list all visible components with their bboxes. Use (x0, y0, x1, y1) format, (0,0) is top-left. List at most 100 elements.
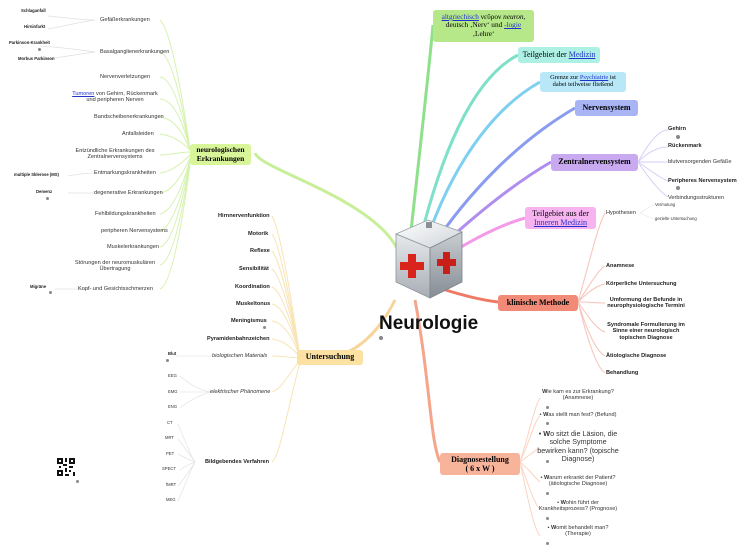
teilgebiet-medizin-node[interactable]: Teilgebiet der Medizin (518, 47, 600, 63)
untersuchung-item[interactable]: Motorik (248, 231, 269, 237)
erkrankung-item-tumoren[interactable]: Tumoren von Gehirn, Rückenmark und perip… (72, 91, 158, 104)
altgriechisch-link[interactable]: altgriechisch (441, 12, 479, 21)
untersuchung-item[interactable]: elektrischer Phänomene (210, 389, 271, 395)
diagnose-question[interactable]: Wie kam es zur Erkrankung?(Anamnese) (530, 389, 626, 402)
erkrankung-item-entzuendlich[interactable]: Entzündliche Erkrankungen des Zentralner… (72, 148, 158, 161)
side-item[interactable]: Morbus Parkinson (18, 56, 55, 61)
erkrankungen-line1: neurologischen (196, 145, 245, 154)
collapse-dot[interactable] (546, 516, 549, 520)
collapse-dot[interactable] (546, 460, 549, 464)
collapse-dot[interactable] (49, 291, 52, 294)
zns-child[interactable]: Rückenmark (668, 143, 702, 149)
collapse-dot[interactable] (38, 48, 41, 51)
hypothesen-child[interactable]: Vermutung (655, 202, 676, 207)
untersuchung-item[interactable]: Bildgebendes Verfahren (205, 459, 270, 465)
elektro-item[interactable]: EEG (168, 373, 177, 378)
collapse-dot[interactable] (46, 197, 49, 200)
erkrankung-item[interactable]: Anfallsleiden (122, 131, 154, 137)
zns-child[interactable]: Peripheres Nervensystem (668, 178, 737, 184)
klinische-child[interactable]: Ätiologische Diagnose (606, 353, 667, 359)
w-initial: W (543, 412, 549, 418)
side-item[interactable]: Demenz (36, 189, 53, 194)
erkrankung-item[interactable]: Kopf- und Gesichtsschmerzen (78, 286, 153, 292)
elektro-item[interactable]: EMG (168, 389, 178, 394)
diagnosestellung-node[interactable]: Diagnosestellung ( 6 x W ) (440, 453, 520, 475)
erkrankung-item[interactable]: Gefäßerkrankungen (100, 17, 150, 23)
untersuchung-item[interactable]: Hirnnervenfunktion (218, 213, 270, 219)
erkrankung-item[interactable]: degenerative Erkrankungen (94, 190, 163, 196)
diagnose-question[interactable]: • Was stellt man fest? (Befund) (530, 412, 626, 418)
untersuchung-item[interactable]: Meningismus (231, 318, 267, 324)
side-item[interactable]: Schlaganfall (21, 8, 46, 13)
erkrankung-item-stoerungen[interactable]: Störungen der neuromuskulären Übertragun… (72, 260, 158, 273)
psychiatrie-link[interactable]: Psychiatrie (579, 74, 609, 81)
klinische-child[interactable]: Behandlung (606, 370, 639, 376)
bild-item[interactable]: PET (166, 451, 175, 456)
blut-item[interactable]: Blut (168, 351, 177, 356)
collapse-dot[interactable] (546, 491, 549, 495)
bild-item[interactable]: CT (167, 420, 173, 425)
diagnose-question-line: • Warum erkrankt der Patient? (540, 475, 616, 481)
untersuchung-item[interactable]: biologischen Materials (212, 353, 268, 359)
grenze-node[interactable]: Grenze zur Psychiatrie ist dabei teilwei… (540, 72, 626, 92)
erkrankung-item[interactable]: Muskelerkrankungen (107, 244, 159, 250)
side-item[interactable]: Migräne (30, 284, 47, 289)
neurologische-erkrankungen-node[interactable]: neurologischen Erkrankungen (190, 144, 251, 165)
side-item[interactable]: Hirninfarkt (24, 24, 46, 29)
logie-link[interactable]: -logie (504, 20, 522, 30)
collapse-dot[interactable] (263, 326, 266, 329)
collapse-dot[interactable] (546, 421, 549, 425)
collapse-dot[interactable] (546, 405, 549, 409)
bild-item[interactable]: SPECT (162, 466, 176, 471)
zns-child[interactable]: blutversorgenden Gefäße (668, 159, 732, 165)
klinische-methode-node[interactable]: klinische Methode (498, 295, 578, 311)
zns-child[interactable]: Verbindungsstrukturen (668, 195, 724, 201)
nervensystem-node[interactable]: Nervensystem (575, 100, 638, 116)
untersuchung-item[interactable]: Sensibilität (239, 266, 269, 272)
collapse-dot[interactable] (676, 186, 680, 190)
medizin-link[interactable]: Medizin (568, 50, 596, 59)
collapse-dot[interactable] (676, 135, 680, 139)
collapse-dot[interactable] (76, 480, 79, 483)
side-item[interactable]: multiple Sklerose (MS) (14, 172, 59, 177)
tumoren-text: von Gehirn, Rückenmark (95, 91, 158, 97)
diagnose-question[interactable]: • Warum erkrankt der Patient?(ätiologisc… (530, 475, 626, 488)
collapse-dot[interactable] (166, 359, 169, 362)
hypothesen-node[interactable]: Hypothesen (606, 210, 636, 216)
bild-item[interactable]: fMRT (166, 482, 177, 487)
untersuchung-node[interactable]: Untersuchung (297, 350, 363, 365)
klinische-child-umformung[interactable]: Umformung der Befunde in neurophysiologi… (606, 297, 686, 310)
klinische-child[interactable]: Anamnese (606, 263, 635, 269)
central-topic[interactable]: Neurologie (379, 313, 479, 334)
untersuchung-item[interactable]: Pyramidenbahnzeichen (207, 336, 270, 342)
erkrankung-item[interactable]: Bandscheibenerkrankungen (94, 114, 164, 120)
hypothesen-child[interactable]: gezielte Untersuchung (655, 216, 697, 221)
tumoren-link[interactable]: Tumoren (72, 91, 95, 97)
bild-item[interactable]: MRT (165, 435, 174, 440)
erkrankung-item[interactable]: peripheren Nervensystems (101, 228, 168, 234)
untersuchung-item[interactable]: Muskeltonus (236, 301, 271, 307)
innere-medizin-link[interactable]: Inneren Medizin (533, 218, 588, 228)
zns-child[interactable]: Gehirn (668, 126, 687, 132)
zentralnervensystem-node[interactable]: Zentralnervensystem (551, 154, 638, 171)
collapse-dot[interactable] (546, 541, 549, 545)
untersuchung-item[interactable]: Reflexe (250, 248, 270, 254)
collapse-dot[interactable] (379, 336, 383, 340)
erkrankung-item[interactable]: Nervenverletzungen (100, 74, 151, 80)
diagnose-question[interactable]: • Womit behandelt man?(Therapie) (530, 525, 626, 538)
elektro-item[interactable]: ENG (168, 404, 178, 409)
etymology-node[interactable]: altgriechisch νεῦρον neuron, deutsch ‚Ne… (433, 10, 534, 42)
klinische-child[interactable]: Körperliche Untersuchung (606, 281, 677, 287)
neuron-word: neuron (503, 12, 524, 21)
erkrankung-item[interactable]: Fehlbildungskrankheiten (95, 211, 156, 217)
erkrankung-item[interactable]: Entmarkungskrankheiten (94, 170, 156, 176)
klinische-child-syndromal[interactable]: Syndromale Formulierung im Sinne einer n… (606, 322, 686, 341)
teilgebiet-innere-node[interactable]: Teilgebiet aus der Inneren Medizin (525, 207, 596, 229)
bild-item[interactable]: MEG (166, 497, 176, 502)
side-item[interactable]: Parkinson-Krankheit (9, 40, 50, 45)
syndromal-line3: topischen Diagnose (619, 334, 673, 341)
untersuchung-item[interactable]: Koordination (235, 284, 270, 290)
erkrankung-item[interactable]: Basalganglienerkrankungen (100, 49, 170, 55)
